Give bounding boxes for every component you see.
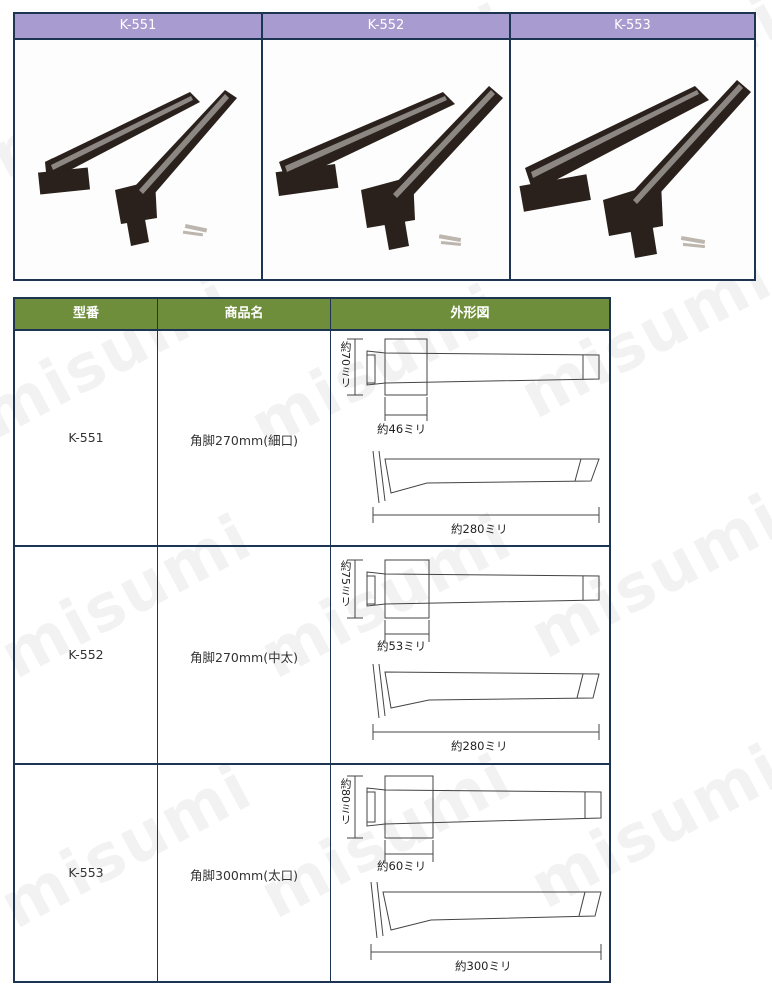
- divider: [261, 14, 263, 279]
- product-photo: [15, 40, 261, 279]
- photo-card-k552: K-552: [263, 14, 509, 279]
- column-divider: [330, 299, 331, 981]
- column-divider: [157, 299, 158, 981]
- row-divider: [15, 545, 609, 547]
- header-product-name: 商品名: [224, 306, 264, 321]
- height-label: 約70ミリ: [339, 341, 352, 388]
- model-cell: K-552: [68, 647, 104, 662]
- width-label: 約53ミリ: [377, 639, 427, 653]
- product-name-cell: 角脚270mm(細口): [190, 433, 298, 448]
- product-name-cell: 角脚300mm(太口): [190, 868, 298, 883]
- height-label: 約80ミリ: [339, 778, 352, 825]
- product-photo: [511, 40, 754, 279]
- spec-table: 型番 商品名 外形図 K-551 角脚270mm(細口): [13, 297, 611, 983]
- photo-label: K-552: [263, 14, 509, 40]
- row-divider: [15, 763, 609, 765]
- length-label: 約300ミリ: [455, 959, 512, 973]
- height-label: 約75ミリ: [339, 560, 352, 607]
- outline-drawing: 約80ミリ 約60ミリ 約300ミリ: [331, 766, 611, 980]
- width-label: 約60ミリ: [377, 859, 427, 873]
- photo-label: K-553: [511, 14, 754, 40]
- table-header: 型番 商品名 外形図: [15, 299, 609, 331]
- outline-drawing: 約70ミリ 約46ミリ 約280ミリ: [331, 331, 611, 543]
- length-label: 約280ミリ: [451, 739, 508, 753]
- product-name-cell: 角脚270mm(中太): [190, 650, 298, 665]
- photo-card-k553: K-553: [511, 14, 754, 279]
- divider: [509, 14, 511, 279]
- product-photo: [263, 40, 509, 279]
- header-model: 型番: [72, 306, 99, 321]
- width-label: 約46ミリ: [377, 422, 427, 436]
- product-photo-grid: K-551: [13, 12, 756, 281]
- photo-card-k551: K-551: [15, 14, 261, 279]
- header-outline-drawing: 外形図: [450, 306, 490, 321]
- model-cell: K-553: [68, 865, 104, 880]
- model-cell: K-551: [68, 430, 104, 445]
- outline-drawing: 約75ミリ 約53ミリ 約280ミリ: [331, 548, 611, 760]
- photo-label: K-551: [15, 14, 261, 40]
- length-label: 約280ミリ: [451, 522, 508, 536]
